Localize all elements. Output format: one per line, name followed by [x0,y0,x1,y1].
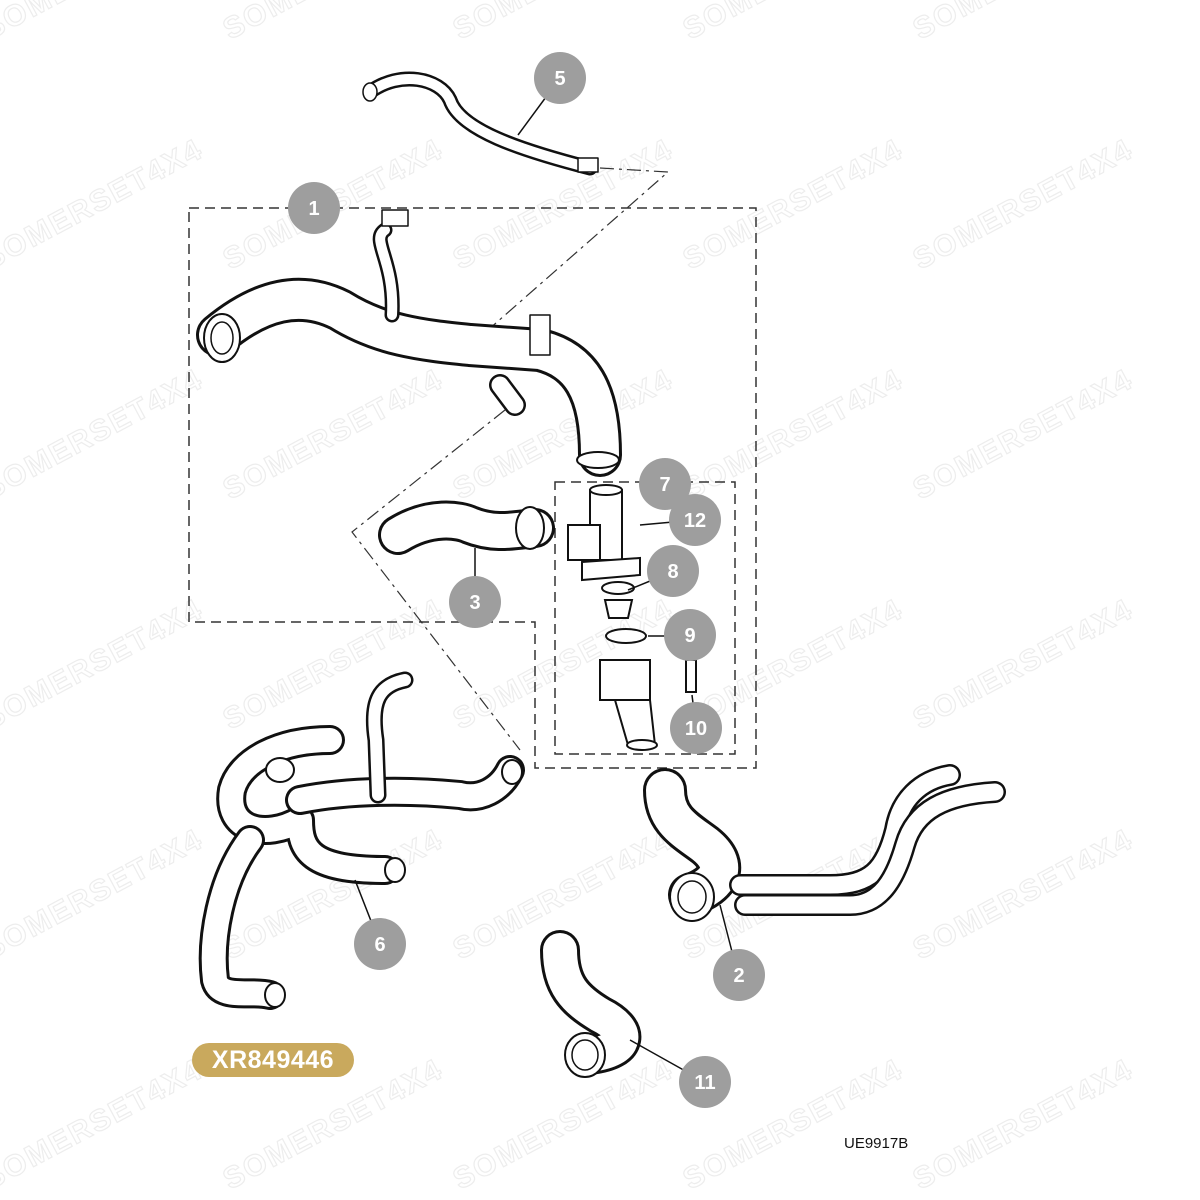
watermark-text: SOMERSET4X4 [0,1053,208,1197]
watermark-text: SOMERSET4X4 [0,363,208,507]
watermark-text: SOMERSET4X4 [908,1053,1139,1197]
callout-12: 12 [669,494,721,546]
callout-circle [639,458,691,510]
coolant-hose-3 [378,500,555,555]
diagram-code-label: UE9917B [844,1135,909,1152]
watermark-text: SOMERSET4X4 [0,133,208,277]
watermark-text: SOMERSET4X4 [0,823,208,967]
callout-circle [647,545,699,597]
callout-label: 5 [554,68,565,90]
callout-circle [534,52,586,104]
callout-label: 3 [469,592,480,614]
callout-8: 8 [647,545,699,597]
watermark-text: SOMERSET4X4 [678,133,909,277]
callout-label: 11 [694,1072,715,1094]
callout-label: 2 [733,965,744,987]
callout-label: 1 [308,198,319,220]
coolant-hose-assembly-6 [198,671,525,1010]
callout-label: 10 [685,718,707,740]
coolant-hose-5 [362,71,599,176]
watermark-text: SOMERSET4X4 [908,363,1139,507]
callout-7: 7 [639,458,691,510]
leader-dash-lines [351,167,670,751]
watermark-text: SOMERSET4X4 [218,0,449,46]
watermark-text: SOMERSET4X4 [678,363,909,507]
callout-3: 3 [449,576,501,628]
callout-circle [679,1056,731,1108]
callout-2: 2 [713,949,765,1001]
callout-circle [669,494,721,546]
callout-circle [664,609,716,661]
callout-label: 9 [684,625,695,647]
callout-circle [288,182,340,234]
watermark-text: SOMERSET4X4 [0,0,208,46]
callout-10: 10 [670,702,722,754]
callout-label: 7 [659,474,670,496]
callout-6: 6 [354,918,406,970]
watermark-text: SOMERSET4X4 [678,0,909,46]
watermark-text: SOMERSET4X4 [908,133,1139,277]
callout-circle [354,918,406,970]
callout-11: 11 [679,1056,731,1108]
callout-label: 8 [667,561,678,583]
callout-1: 1 [288,182,340,234]
watermark-text: SOMERSET4X4 [448,1053,679,1197]
watermark-text: SOMERSET4X4 [448,0,679,46]
watermark-text: SOMERSET4X4 [908,593,1139,737]
callout-9: 9 [664,609,716,661]
watermark-text: SOMERSET4X4 [908,823,1139,967]
coolant-hose-11 [540,930,642,1078]
watermark-text: SOMERSET4X4 [218,363,449,507]
thermostat-housing-parts [567,484,697,751]
watermark-text: SOMERSET4X4 [218,593,449,737]
coolant-hose-assembly-2 [643,764,1006,922]
coolant-pipe-assembly-1 [196,209,622,477]
watermark-text: SOMERSET4X4 [0,593,208,737]
callout-label: 12 [684,510,706,532]
callout-circle [713,949,765,1001]
part-number-badge: XR849446 [192,1043,354,1077]
callout-circle [670,702,722,754]
callout-circle [449,576,501,628]
watermark-text: SOMERSET4X4 [908,0,1139,46]
callout-label: 6 [374,934,385,956]
callout-5: 5 [534,52,586,104]
